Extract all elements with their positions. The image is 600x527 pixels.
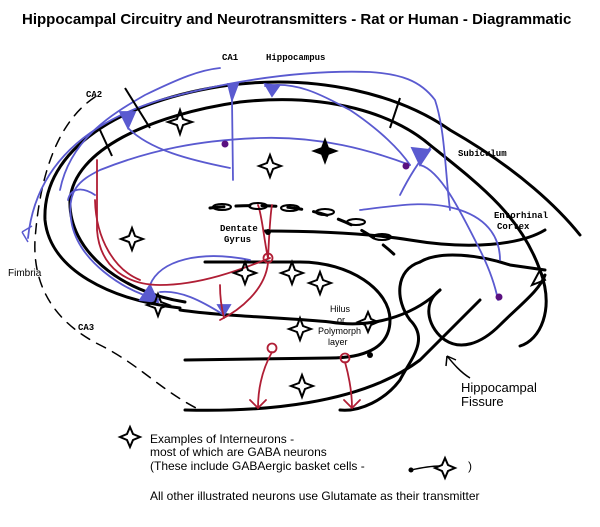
legend-interneuron-line2: most of which are GABA neurons [150, 445, 327, 459]
interneurons [118, 106, 381, 400]
hilus-label-1: Hilus [330, 304, 351, 314]
ca2-label: CA2 [86, 90, 102, 100]
fissure-label-2: Fissure [461, 394, 504, 409]
four-point-star-icon [306, 269, 334, 297]
entorhinal-label: Entorhinal [494, 211, 549, 221]
basket-cell-icon [408, 455, 458, 481]
hippocampus-label: Hippocampus [266, 53, 325, 63]
four-point-star-icon [164, 106, 196, 138]
four-point-star-icon [117, 424, 143, 450]
dentate-label: Dentate [220, 224, 258, 234]
legend-interneuron-line3-close: ) [468, 459, 472, 473]
fissure-label-1: Hippocampal [461, 380, 537, 395]
hilus-label-2: or [337, 315, 345, 325]
fissure-arrow [445, 355, 471, 379]
four-point-star-icon [256, 152, 284, 180]
pyramidal-neurons [27, 67, 501, 317]
gyrus-label: Gyrus [224, 235, 251, 245]
subiculum-label: Subiculum [458, 149, 507, 159]
four-point-star-icon [118, 225, 146, 253]
four-point-star-icon [288, 372, 316, 400]
ca3-label: CA3 [78, 323, 94, 333]
four-point-star-icon [278, 259, 306, 287]
hilus-cell-bodies [265, 229, 373, 358]
four-point-star-icon [231, 259, 259, 287]
layer-ticks [99, 87, 401, 241]
four-point-star-icon [311, 137, 339, 165]
cell-bodies [221, 140, 503, 301]
four-point-star-icon [144, 291, 172, 319]
cortex-label: Cortex [497, 222, 530, 232]
dentate-gyrus-outline [183, 228, 547, 412]
dentate-neurons [94, 159, 361, 410]
four-point-star-icon [355, 309, 381, 335]
legend-interneuron-line3: (These include GABAergic basket cells - [150, 459, 365, 473]
legend-interneuron-line1: Examples of Interneurons - [150, 432, 294, 446]
fimbria-label: Fimbria [8, 268, 42, 279]
hippocampus-outline [43, 80, 582, 412]
hilus-label-4: layer [328, 337, 348, 347]
legend: Examples of Interneurons - most of which… [117, 424, 479, 503]
ca1-label: CA1 [222, 53, 239, 63]
legend-glutamate-note: All other illustrated neurons use Glutam… [150, 489, 479, 503]
diagram-title: Hippocampal Circuitry and Neurotransmitt… [22, 11, 571, 28]
hilus-label-3: Polymorph [318, 326, 361, 336]
four-point-star-icon [286, 315, 314, 343]
fimbria-arrows [21, 225, 33, 243]
